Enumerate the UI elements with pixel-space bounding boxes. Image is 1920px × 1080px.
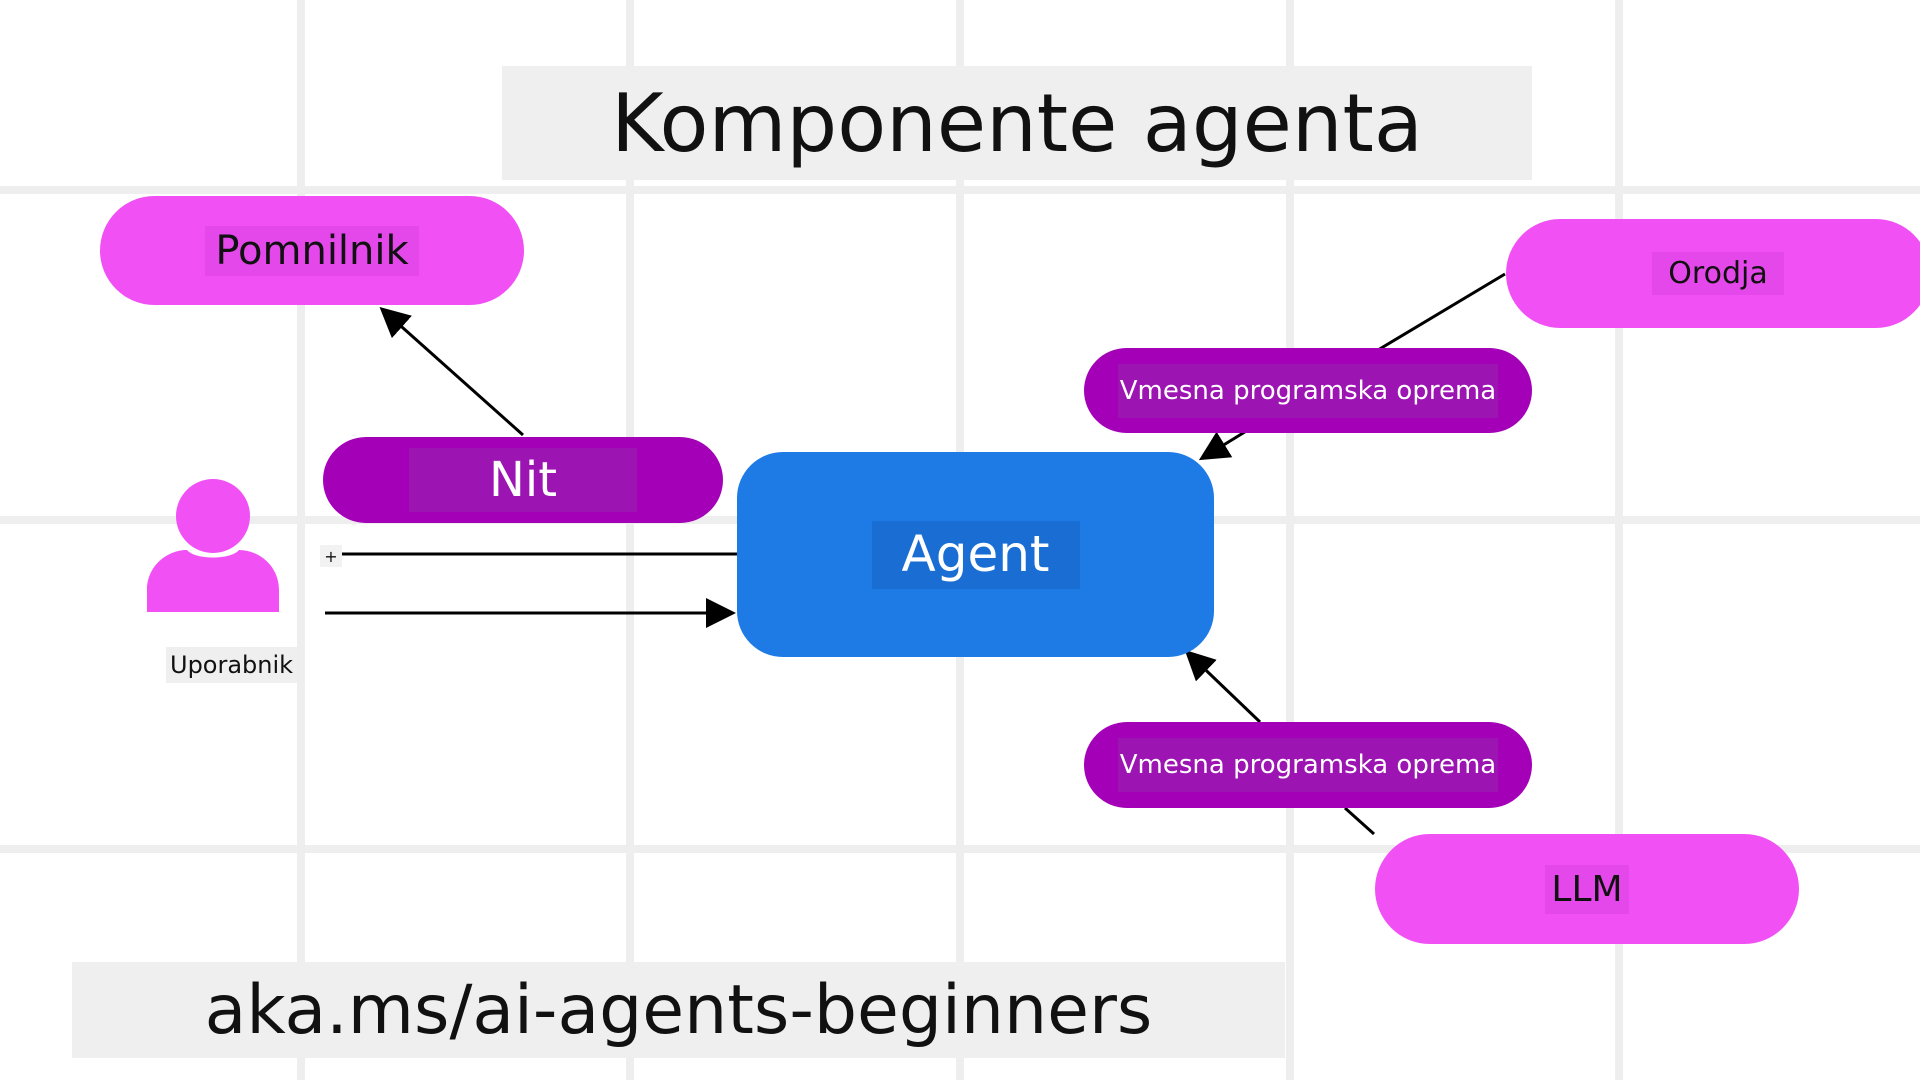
agent-node: Agent (737, 452, 1214, 657)
grid-line (0, 845, 1920, 853)
tools-label: Orodja (1652, 252, 1784, 295)
footer-link[interactable]: aka.ms/ai-agents-beginners (72, 962, 1285, 1058)
middleware-node-bottom: Vmesna programska oprema (1084, 722, 1532, 808)
grid-line (297, 0, 305, 1080)
arrow-middleware-to-agent (1198, 428, 1249, 461)
middleware-node-top: Vmesna programska oprema (1084, 348, 1532, 433)
grid-line (626, 0, 634, 1080)
memory-node: Pomnilnik (100, 196, 524, 305)
connector-llm-to-middleware (1343, 806, 1376, 836)
agent-label: Agent (871, 520, 1080, 589)
arrow-thread-to-memory (379, 307, 524, 437)
user-label: Uporabnik (166, 647, 298, 683)
connector-tools-to-middleware (1377, 272, 1506, 352)
person-icon (147, 479, 279, 612)
llm-label: LLM (1545, 864, 1629, 914)
grid-line (0, 186, 1920, 194)
plus-icon: + (320, 545, 342, 567)
grid-line (1286, 0, 1294, 1080)
thread-node: Nit (323, 437, 723, 523)
grid-line (1615, 0, 1623, 1080)
llm-node: LLM (1375, 834, 1799, 944)
footer-link-text[interactable]: aka.ms/ai-agents-beginners (204, 970, 1153, 1050)
thread-label: Nit (408, 448, 638, 512)
diagram-title-text: Komponente agenta (611, 76, 1423, 170)
arrow-middleware-to-agent-bottom (1184, 649, 1262, 724)
memory-label: Pomnilnik (205, 225, 419, 276)
tools-node: Orodja (1506, 219, 1920, 328)
middleware-top-label: Vmesna programska oprema (1117, 363, 1499, 418)
diagram-title: Komponente agenta (502, 66, 1532, 180)
middleware-bottom-label: Vmesna programska oprema (1117, 738, 1499, 792)
